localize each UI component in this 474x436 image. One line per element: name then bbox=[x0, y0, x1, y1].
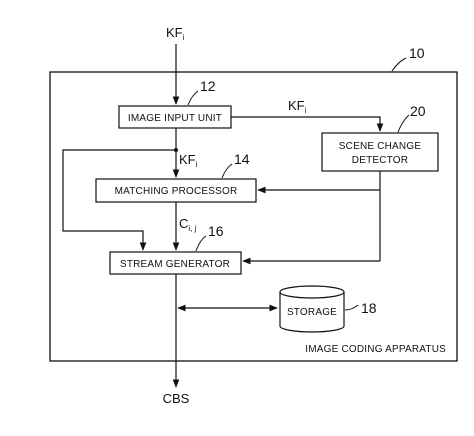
apparatus-title: IMAGE CODING APPARATUS bbox=[305, 344, 446, 355]
storage-ref: 18 bbox=[361, 300, 377, 316]
storage-ref-leader bbox=[344, 304, 359, 311]
bypass-to-stream-arrow bbox=[62, 149, 176, 251]
kf-to-matching-label: KFi bbox=[179, 152, 198, 169]
apparatus-ref: 10 bbox=[409, 45, 425, 61]
scene-change-detector-label-line1: SCENE CHANGE bbox=[339, 141, 422, 152]
image-input-unit-ref-leader bbox=[187, 90, 199, 106]
image-input-unit-ref: 12 bbox=[200, 78, 216, 94]
storage-cylinder bbox=[279, 285, 345, 333]
stream-generator-ref: 16 bbox=[208, 223, 224, 239]
scene-change-detector-ref: 20 bbox=[410, 103, 426, 119]
matching-processor-label: MATCHING PROCESSOR bbox=[115, 186, 238, 197]
matching-processor-ref: 14 bbox=[234, 151, 250, 167]
stream-generator-label: STREAM GENERATOR bbox=[120, 259, 230, 270]
stream-generator-ref-leader bbox=[195, 235, 207, 252]
scene-change-detector-ref-leader bbox=[397, 114, 410, 133]
matching-processor-ref-leader bbox=[221, 163, 233, 179]
kf-to-detector-label: KFi bbox=[288, 98, 307, 115]
apparatus-ref-leader bbox=[391, 57, 407, 72]
image-input-unit-label: IMAGE INPUT UNIT bbox=[128, 113, 222, 124]
scene-change-detector-box bbox=[321, 132, 439, 172]
cij-label: Ci, j bbox=[179, 216, 197, 233]
scene-change-detector-label-line2: DETECTOR bbox=[352, 155, 408, 166]
apparatus-frame bbox=[49, 71, 458, 362]
input-signal-label: KFi bbox=[166, 25, 185, 42]
storage-label: STORAGE bbox=[287, 307, 337, 318]
kf-to-detector-arrow bbox=[231, 116, 384, 132]
output-signal-label: CBS bbox=[163, 391, 190, 406]
